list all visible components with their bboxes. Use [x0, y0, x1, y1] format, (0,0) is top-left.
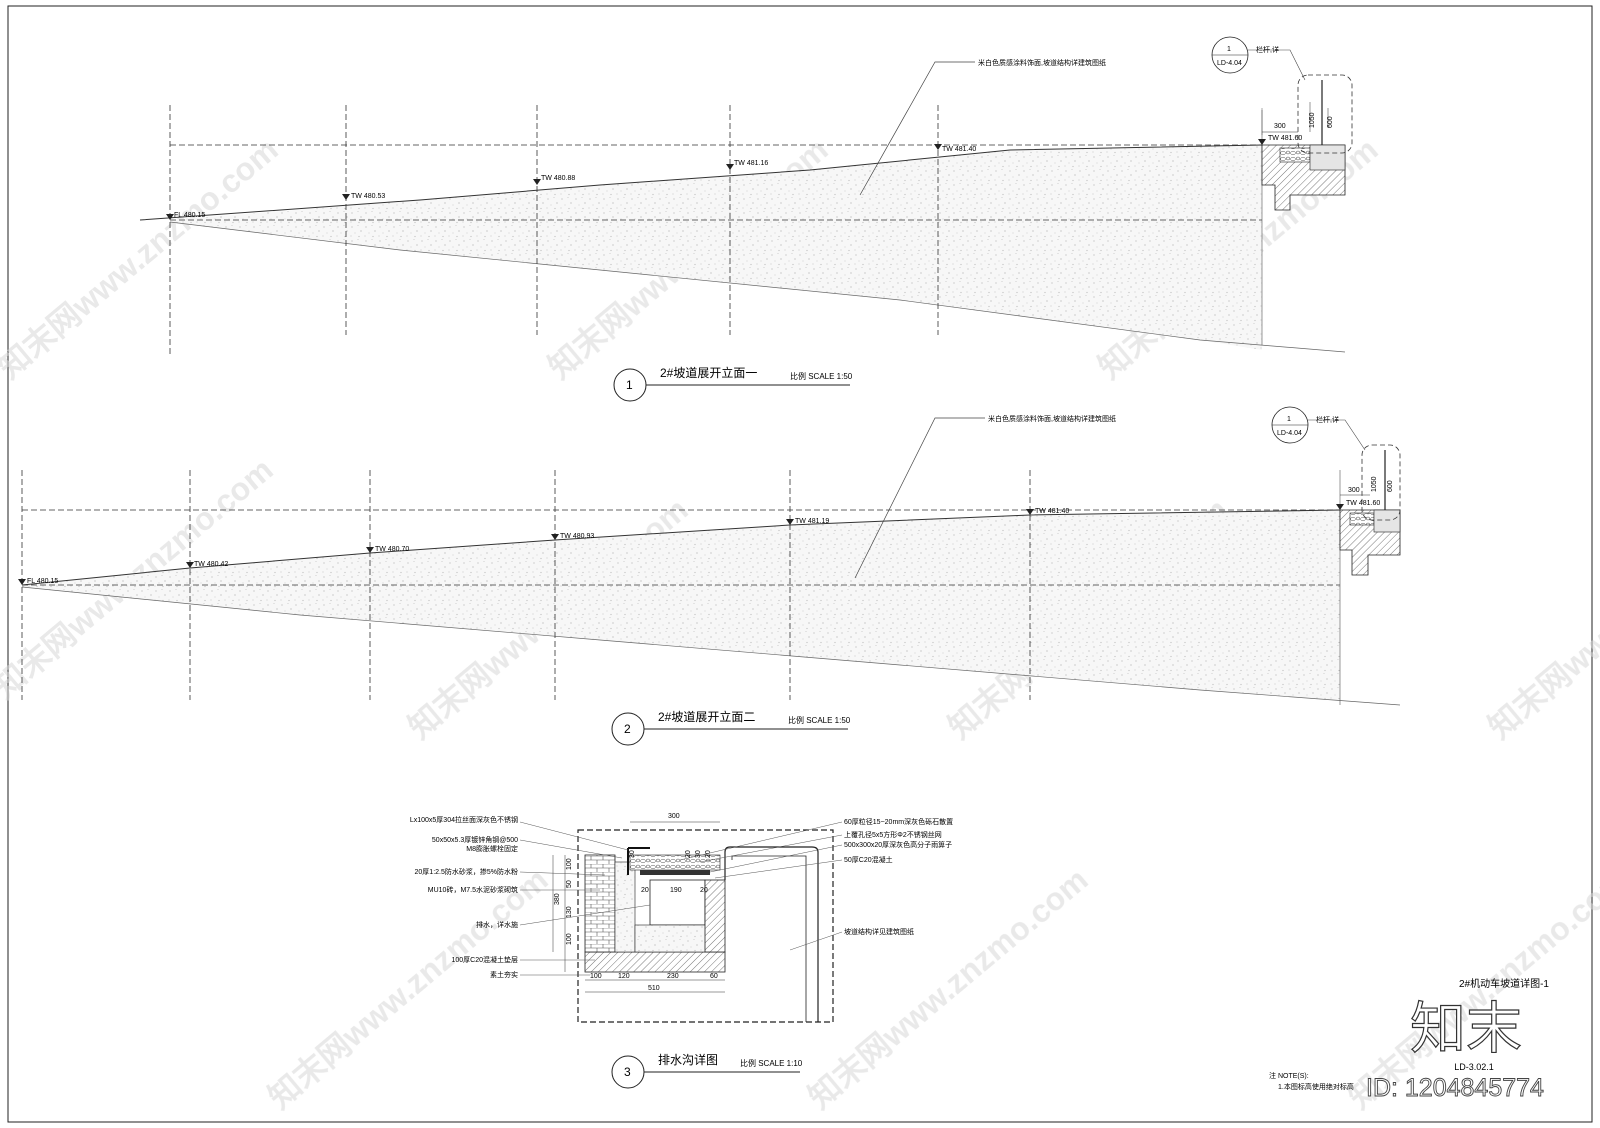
ramp-wall-top-line: [139, 144, 1263, 221]
note-left: M8膨胀螺栓固定: [466, 844, 518, 853]
dim-bottom-total: 510: [648, 985, 660, 992]
ramp-wall-fill: [170, 145, 1262, 350]
view-number: 2: [624, 722, 631, 736]
sheet-number: LD-3.02.1: [1454, 1062, 1494, 1072]
sheet-border: [7, 5, 1593, 1123]
view-title: 2#坡道展开立面二: [658, 709, 755, 724]
detail-frame: [577, 829, 834, 1023]
dim-left-total: 380: [554, 893, 561, 905]
watermark-text: 知末网www.znzmo.com: [801, 861, 1094, 1115]
dim-left: 50: [566, 880, 573, 888]
note-left: MU10砖，M7.5水泥砂浆砌筑: [428, 885, 518, 894]
level-markers: [18, 504, 1344, 585]
dim-inner: 20: [705, 850, 712, 858]
level-tw: TW 480.70: [375, 546, 409, 553]
dim-inner: 30: [629, 850, 636, 858]
level-markers: [166, 139, 1266, 220]
dim-inner: 190: [670, 887, 682, 894]
dim-bottom: 100: [590, 973, 602, 980]
brand-logo: 知末: [1410, 997, 1522, 1060]
level-fl: FL 480.15: [27, 578, 58, 585]
elevation-2: FL 480.15 TW 480.42 TW 480.70 TW 480.93 …: [18, 406, 1401, 746]
level-tw: TW 481.40: [1035, 508, 1069, 515]
finish-note: 米白色质感涂料饰面,坡道结构详建筑图纸: [988, 414, 1116, 423]
dim-bottom: 60: [710, 973, 718, 980]
note-left: 100厚C20混凝土垫层: [451, 955, 518, 964]
note-left: 排水，详水施: [476, 920, 518, 929]
notes-label: 注 NOTE(S):: [1269, 1071, 1309, 1080]
view-scale: 比例 SCALE 1:50: [788, 715, 851, 725]
title-block: 2#机动车坡道详图-1 知末 LD-3.02.1 注 NOTE(S): 1.本图…: [1269, 977, 1549, 1102]
dim-inner: 20: [641, 887, 649, 894]
dim-600: 600: [1387, 480, 1394, 492]
dim-left: 130: [566, 906, 573, 918]
view-title: 排水沟详图: [658, 1052, 718, 1067]
level-tw: TW 480.93: [560, 533, 594, 540]
level-tw: TW 481.16: [734, 160, 768, 167]
dim-inner: 20: [700, 887, 708, 894]
level-tw: TW 480.42: [194, 561, 228, 568]
dim-1050: 1050: [1371, 476, 1378, 492]
view-scale: 比例 SCALE 1:50: [790, 371, 853, 381]
view-number: 1: [626, 378, 633, 392]
dim-600: 600: [1327, 116, 1334, 128]
ramp-bottom-line: [21, 586, 1401, 706]
note-left: 50x50x5.3厚镀锌角钢@500: [432, 835, 518, 844]
finish-note: 米白色质感涂料饰面,坡道结构详建筑图纸: [978, 58, 1106, 67]
ramp-bottom-line: [169, 221, 1346, 353]
level-tw: TW 480.88: [541, 175, 575, 182]
curb-detail: 300 1050 600: [1261, 74, 1353, 211]
watermark-text: 知末网www.znzmo.com: [261, 861, 554, 1115]
dim-left: 100: [566, 858, 573, 870]
elevation-1: FL 480.15 TW 480.53 TW 480.88 TW 481.16 …: [139, 36, 1353, 402]
drawing-name: 2#机动车坡道详图-1: [1459, 977, 1549, 990]
dim-bottom: 120: [618, 973, 630, 980]
drain-detail: 300 100 50 130 100 380 30 20 190 20 20 3…: [410, 813, 953, 1089]
note-right: 60厚粒径15~20mm深灰色砾石散置: [844, 817, 953, 826]
grid-lines: [21, 470, 1031, 700]
note-left: Lx100x5厚304拉丝面深灰色不锈钢: [410, 815, 518, 824]
dim-inner: 30: [695, 850, 702, 858]
note-leader: [854, 417, 985, 579]
callout-number: 1: [1287, 416, 1291, 423]
grid-lines: [169, 105, 939, 355]
view-title: 2#坡道展开立面一: [660, 365, 757, 380]
level-tw: TW 481.40: [942, 146, 976, 153]
callout-text: 栏杆,详: [1256, 45, 1279, 54]
note-leader: [859, 61, 975, 196]
id-text: ID: 1204845774: [1366, 1074, 1544, 1102]
dim-bottom: 230: [667, 973, 679, 980]
dim-300: 300: [1348, 487, 1360, 494]
level-tw: TW 480.53: [351, 193, 385, 200]
note-left: 素土夯实: [490, 970, 518, 979]
view-scale: 比例 SCALE 1:10: [740, 1058, 803, 1068]
note-right: 50厚C20混凝土: [844, 855, 893, 864]
dim-1050: 1050: [1309, 112, 1316, 128]
dim-300: 300: [1274, 123, 1286, 130]
level-fl: FL 480.15: [174, 212, 205, 219]
note-right: 500x300x20厚深灰色高分子雨箅子: [844, 840, 952, 849]
level-tw: TW 481.60: [1268, 135, 1302, 142]
level-tw: TW 481.19: [795, 518, 829, 525]
callout-ref: LD-4.04: [1277, 430, 1302, 437]
note-right: 坡道结构详见建筑图纸: [844, 927, 914, 936]
curb-detail: 300 1050 600: [1339, 444, 1401, 576]
watermark-text: 知末网www.znzmo.com: [1481, 491, 1600, 745]
level-tw: TW 481.60: [1346, 500, 1380, 507]
callout-ref: LD-4.04: [1217, 60, 1242, 67]
view-number: 3: [624, 1065, 631, 1079]
dim-inner: 20: [685, 850, 692, 858]
callout-text: 栏杆,详: [1316, 415, 1339, 424]
dim-top: 300: [668, 813, 680, 820]
notes-text: 1.本图标高使用绝对标高: [1278, 1082, 1354, 1091]
dim-left: 100: [566, 933, 573, 945]
note-right: 上覆孔径5x5方形Φ2不锈钢丝网: [844, 830, 942, 839]
watermark-text: 知末网www.znzmo.com: [0, 131, 285, 385]
callout-number: 1: [1227, 46, 1231, 53]
note-left: 20厚1:2.5防水砂浆，掺5%防水粉: [415, 867, 518, 876]
ramp-wall-fill: [22, 510, 1340, 700]
